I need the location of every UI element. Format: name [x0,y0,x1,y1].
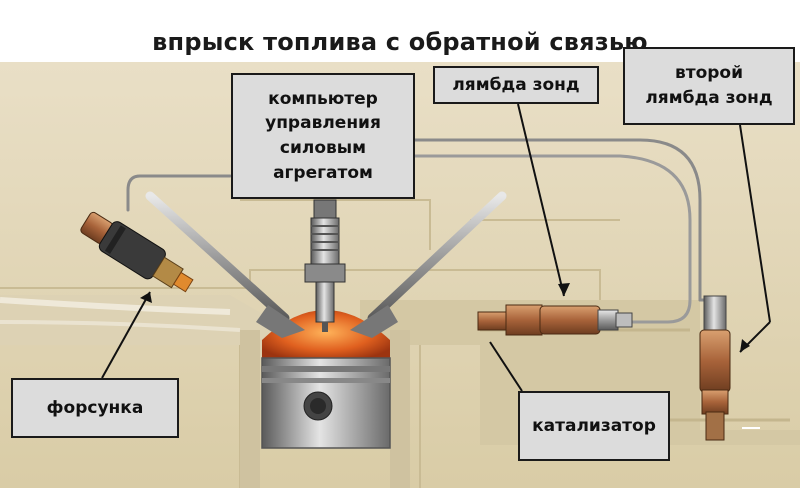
combustion-chamber [262,310,390,360]
ecu-label-line-2: управления [265,113,381,134]
second-lambda-label-line-2: лямбда зонд [645,88,773,108]
cylinder-wall-right [390,330,410,488]
diagram-title: впрыск топлива с обратной связью [152,28,648,56]
exhaust-valve [350,191,507,338]
catalyst-label: катализатор [518,391,670,461]
catalyst-label-text: катализатор [532,415,656,436]
fuel-injector [80,211,194,293]
second-lambda-sensor-label: второй лямбда зонд [623,47,795,125]
ecu-label-line-1: компьютер [268,88,378,109]
second-lambda-label-line-1: второй [674,63,744,84]
ecu-label-line-3: силовым [279,138,367,158]
cylinder-wall-left [240,330,260,488]
piston [261,357,391,449]
lambda-sensor-2 [699,295,731,441]
pointer-arrowheads [140,283,750,352]
ecu-label-line-4: агрегатом [273,162,373,183]
spark-plug [304,199,346,332]
injector-label-text: форсунка [46,397,144,418]
lambda-sensor-label-text: лямбда зонд [452,74,580,95]
injector-label: форсунка [11,378,179,438]
intake-valve [145,191,305,338]
lambda-sensor-label: лямбда зонд [433,66,599,104]
pointer-lines [101,103,771,392]
exhaust-pipe [360,300,800,445]
ecu-label: компьютер управления силовым агрегатом [231,73,415,199]
lambda-sensor-1 [477,304,633,336]
